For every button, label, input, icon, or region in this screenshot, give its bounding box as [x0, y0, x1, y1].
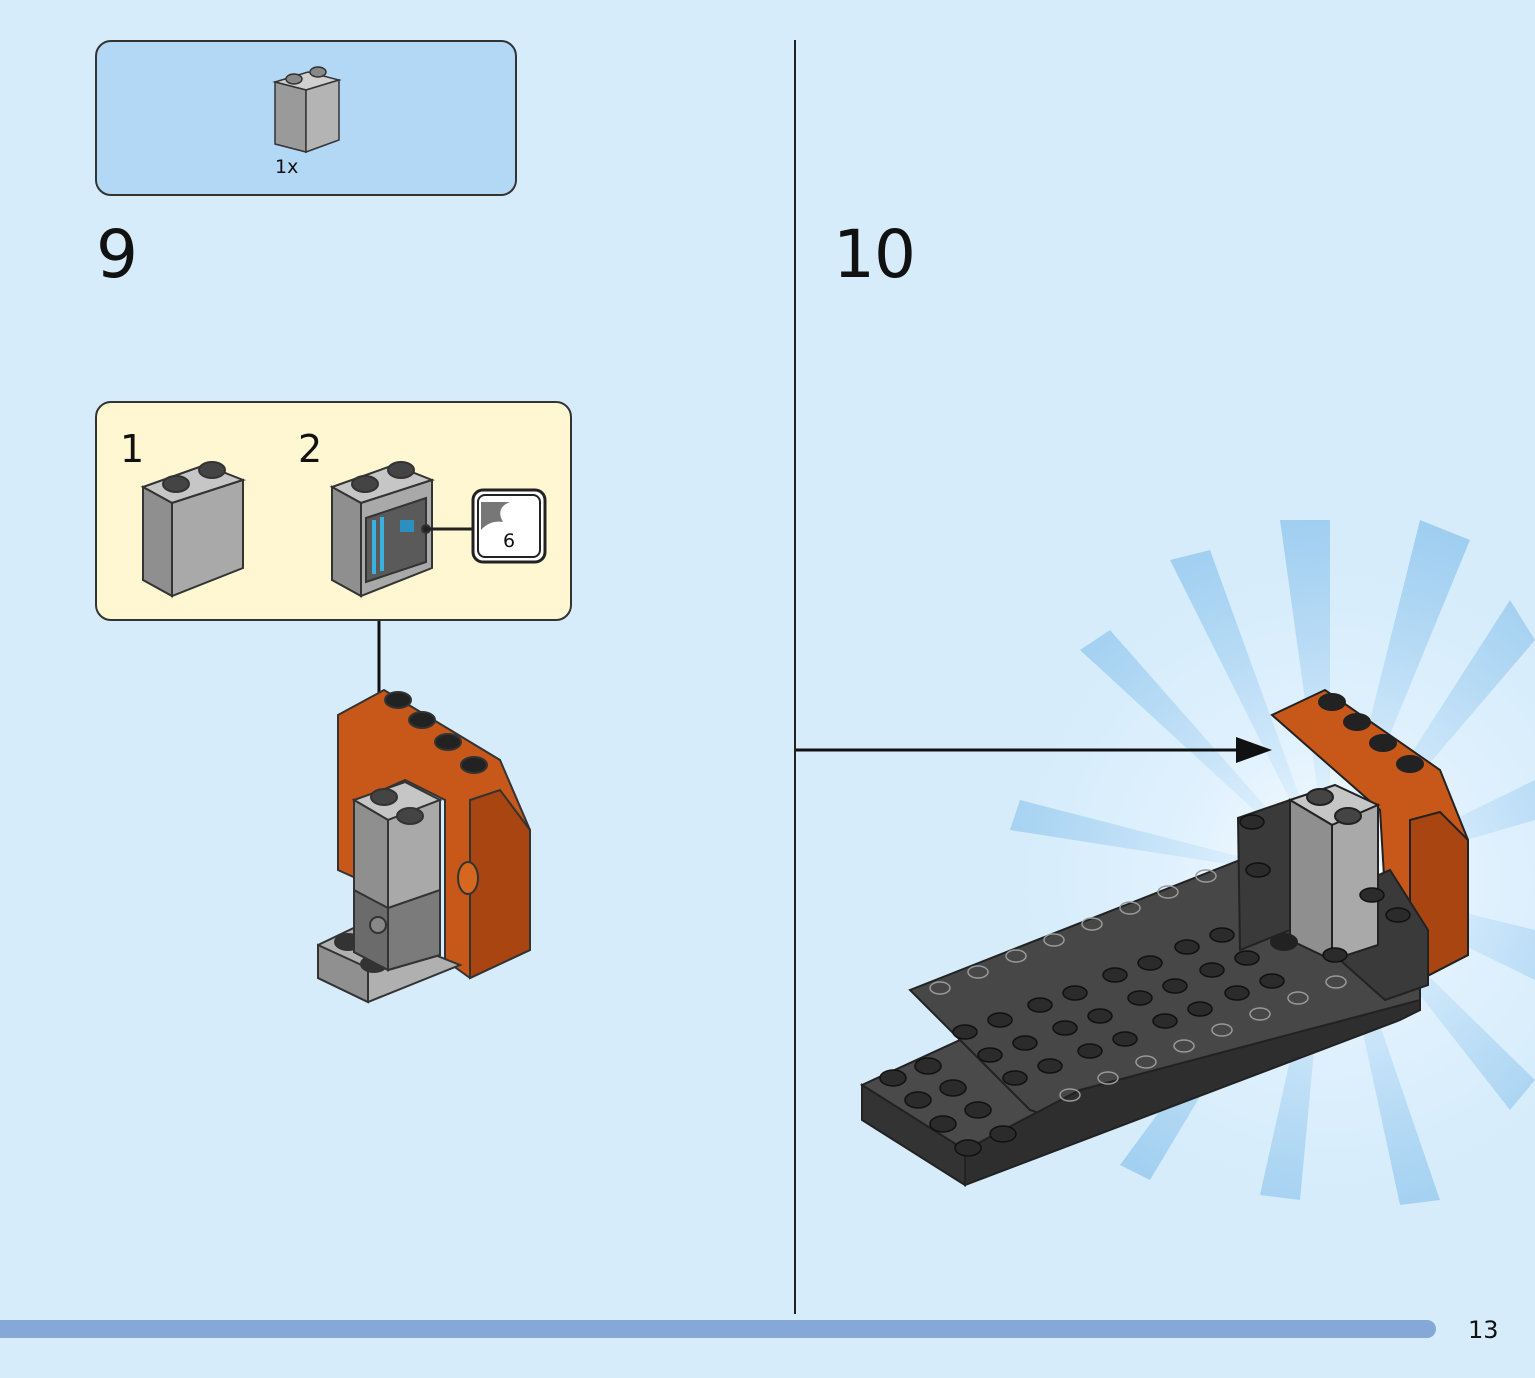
progress-bar: [0, 1320, 1436, 1338]
part-brick-1x2x2-icon: [272, 66, 342, 154]
step9-model: [317, 688, 531, 1004]
part-quantity: 1x: [275, 156, 299, 178]
step-number-9: 9: [96, 216, 138, 293]
sticker-callout-icon: [471, 488, 547, 564]
substep-number-1: 1: [120, 427, 145, 471]
step10-studs: [879, 814, 1411, 1157]
substep-number-2: 2: [298, 427, 323, 471]
sticker-number: 6: [503, 530, 516, 552]
step10-tile-studs: [929, 869, 1347, 1102]
page-number: 13: [1468, 1316, 1499, 1344]
brick-plain-icon: [140, 461, 246, 598]
brick-with-sticker-icon: [329, 461, 435, 598]
placement-arrow-right: [796, 737, 1272, 763]
step-number-10: 10: [833, 216, 916, 293]
step-divider: [794, 40, 796, 1314]
